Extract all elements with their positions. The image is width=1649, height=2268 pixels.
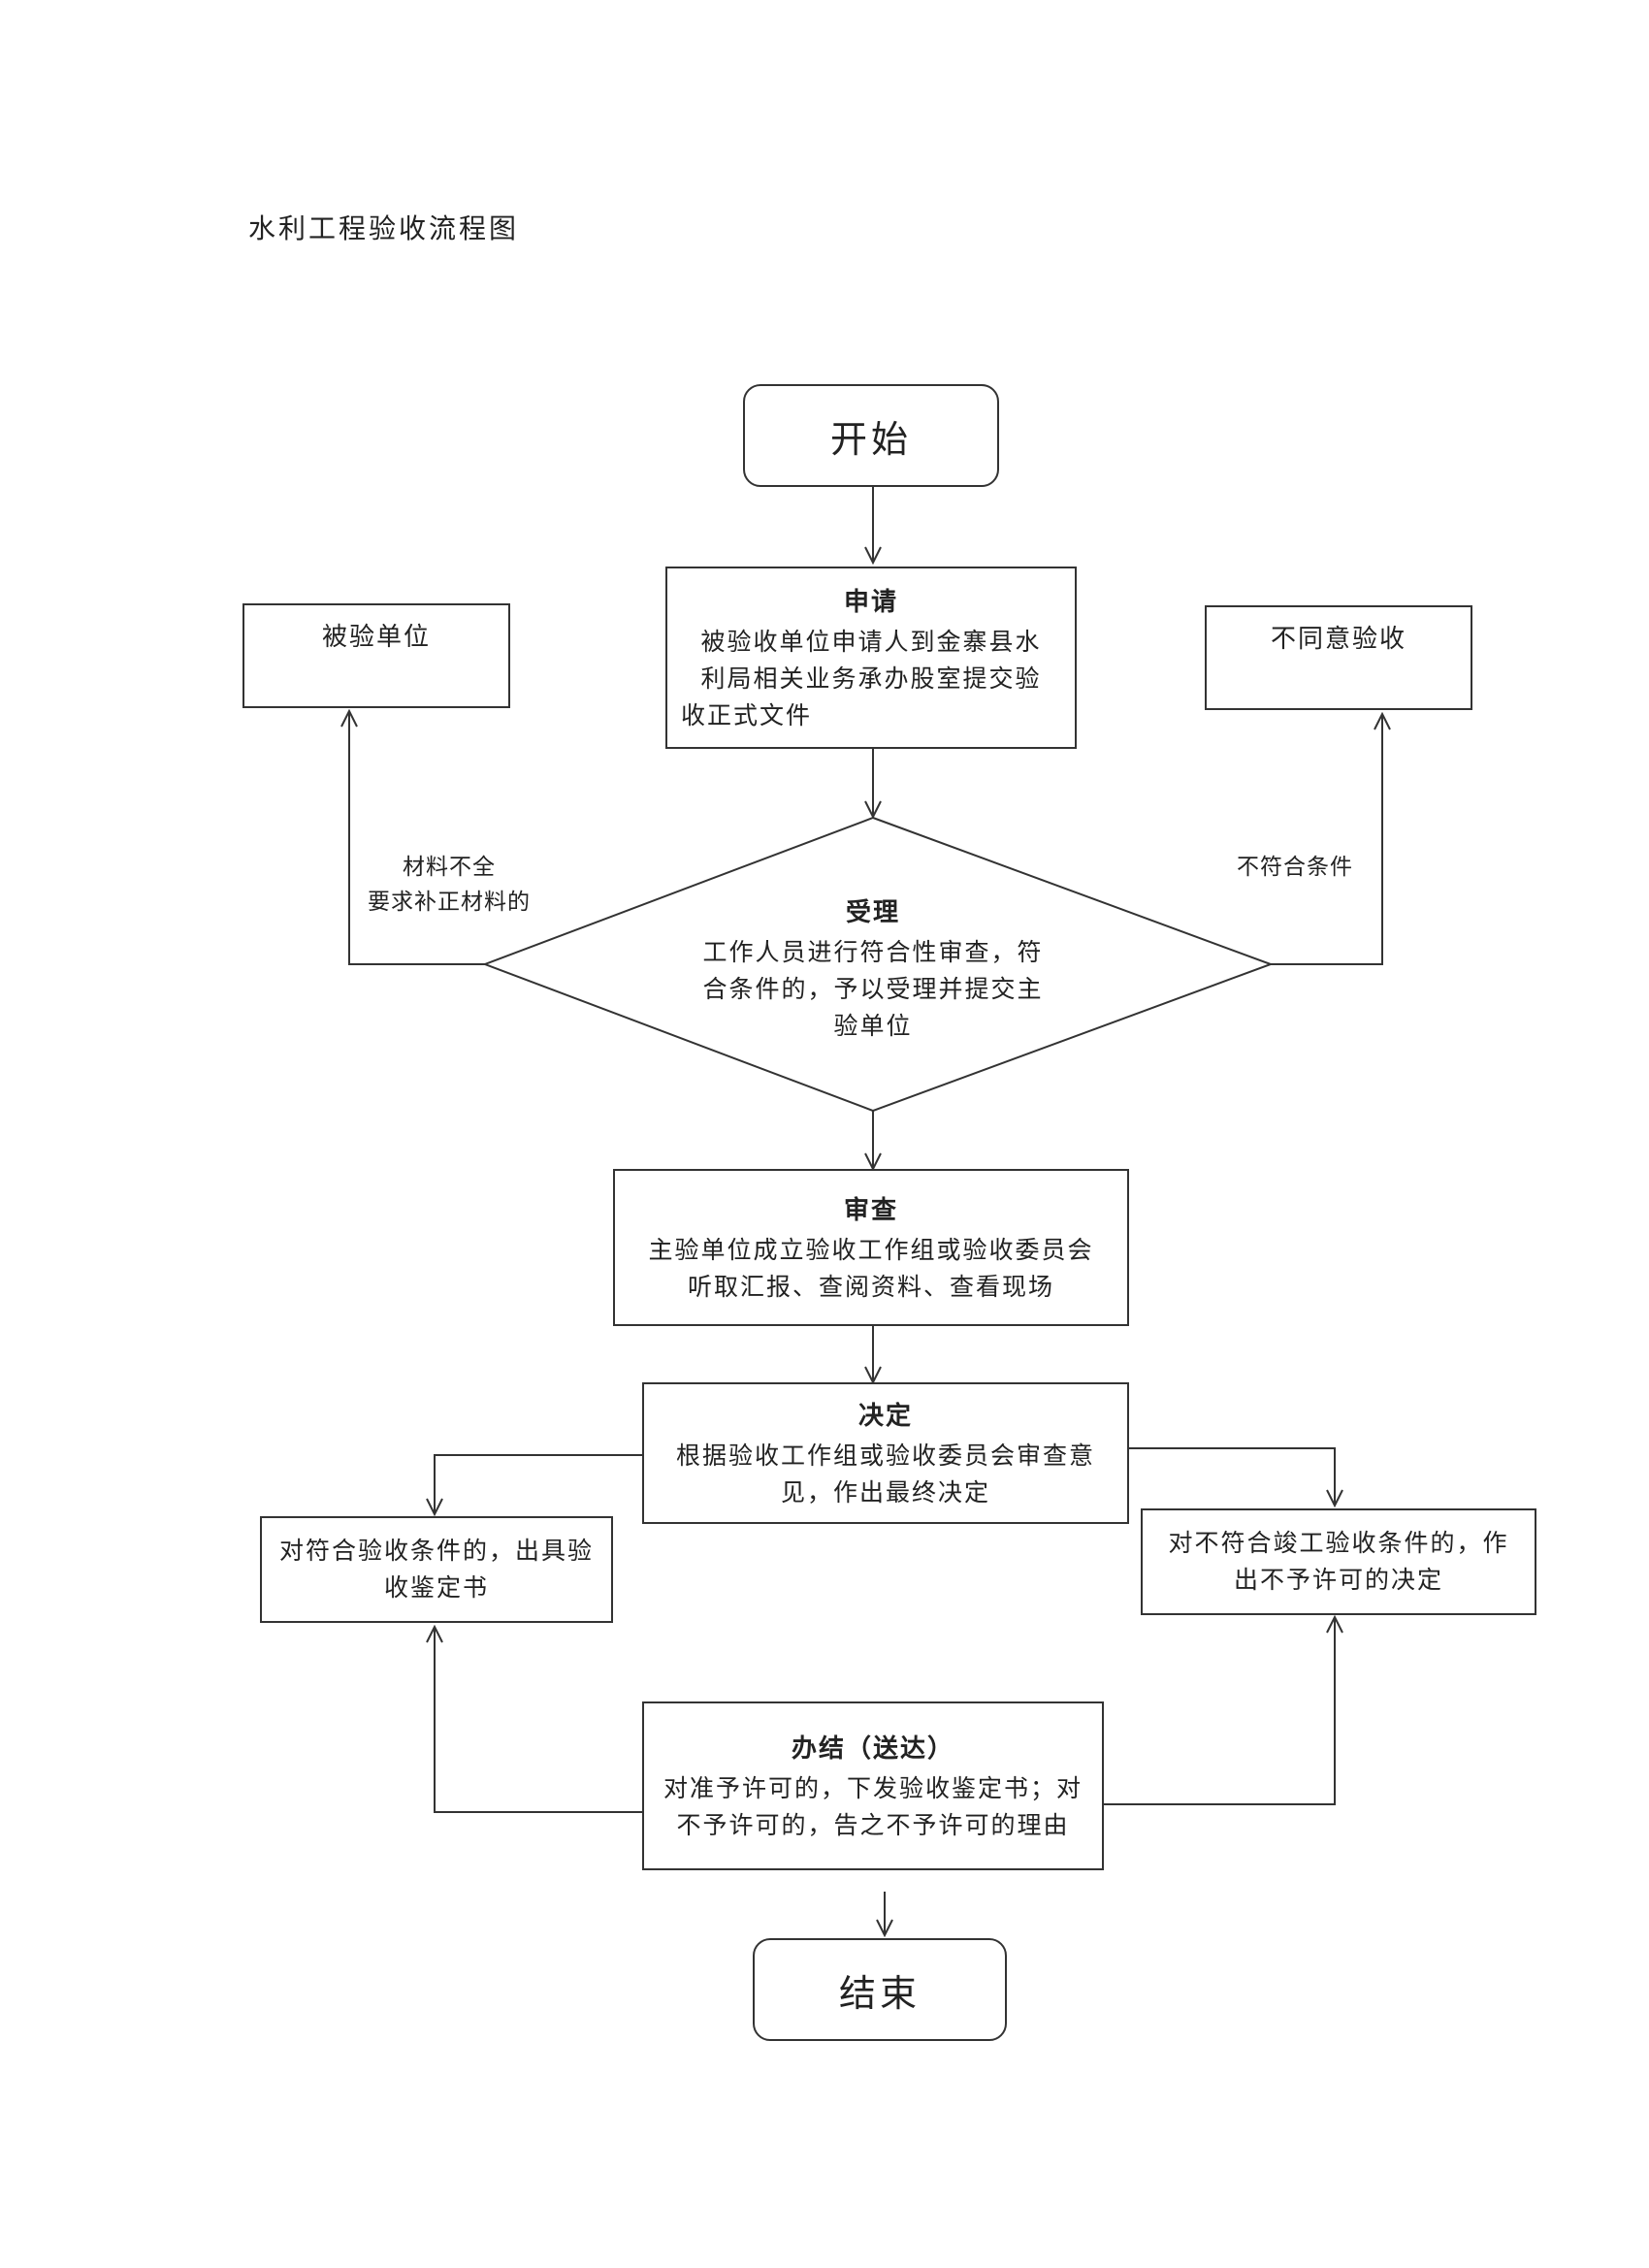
accept-line: 验单位 (833, 1012, 913, 1040)
applicant-unit-box: 被验单位 (242, 603, 510, 708)
approve-line: 对符合验收条件的，出具验 (278, 1537, 594, 1565)
arrow-accept-to-left-box (349, 711, 485, 965)
review-node: 审查 主验单位成立验收工作组或验收委员会 听取汇报、查阅资料、查看现场 (613, 1169, 1129, 1326)
apply-title: 申请 (843, 587, 898, 617)
finish-line: 对准予许可的，下发验收鉴定书；对 (663, 1773, 1083, 1802)
approve-certificate-box: 对符合验收条件的，出具验 收鉴定书 (260, 1516, 613, 1623)
arrow-finish-to-approve (435, 1627, 642, 1813)
arrow-finish-to-reject (1104, 1617, 1335, 1805)
reject-decision-box: 对不符合竣工验收条件的，作 出不予许可的决定 (1141, 1508, 1536, 1615)
review-line: 听取汇报、查阅资料、查看现场 (687, 1272, 1054, 1301)
decide-line: 见，作出最终决定 (780, 1477, 990, 1507)
reject-line: 出不予许可的决定 (1233, 1566, 1443, 1594)
apply-node: 申请 被验收单位申请人到金寨县水 利局相关业务承办股室提交验 收正式文件 (665, 567, 1077, 749)
accept-title: 受理 (845, 898, 900, 927)
left-branch-label-line: 材料不全 (403, 855, 496, 880)
left-branch-label-line: 要求补正材料的 (368, 890, 531, 915)
start-node: 开始 (743, 384, 999, 487)
apply-line: 利局相关业务承办股室提交验 (700, 664, 1042, 693)
end-node: 结束 (753, 1938, 1007, 2041)
page-title: 水利工程验收流程图 (248, 212, 520, 244)
reject-acceptance-label: 不同意验收 (1270, 625, 1406, 654)
end-label: 结束 (838, 1971, 921, 2015)
accept-line: 工作人员进行符合性审查，符 (702, 938, 1044, 966)
decide-line: 根据验收工作组或验收委员会审查意 (675, 1441, 1095, 1470)
reject-line: 对不符合竣工验收条件的，作 (1168, 1529, 1509, 1557)
finish-title: 办结（送达） (791, 1733, 954, 1764)
review-line: 主验单位成立验收工作组或验收委员会 (648, 1235, 1094, 1264)
apply-line: 收正式文件 (681, 700, 813, 729)
decide-title: 决定 (857, 1401, 913, 1431)
start-label: 开始 (829, 417, 912, 461)
accept-content: 受理 工作人员进行符合性审查，符 合条件的，予以受理并提交主 验单位 (660, 892, 1086, 1045)
arrow-decide-to-reject (1129, 1447, 1335, 1506)
left-branch-label: 材料不全 要求补正材料的 (367, 850, 532, 920)
apply-line: 被验收单位申请人到金寨县水 (700, 627, 1042, 656)
finish-node: 办结（送达） 对准予许可的，下发验收鉴定书；对 不予许可的，告之不予许可的理由 (642, 1701, 1104, 1870)
reject-acceptance-box: 不同意验收 (1205, 605, 1472, 710)
decide-node: 决定 根据验收工作组或验收委员会审查意 见，作出最终决定 (642, 1382, 1129, 1524)
approve-line: 收鉴定书 (383, 1573, 489, 1602)
accept-line: 合条件的，予以受理并提交主 (702, 975, 1044, 1003)
applicant-unit-label: 被验单位 (321, 623, 431, 652)
arrow-decide-to-approve (435, 1454, 642, 1514)
arrow-accept-to-right-box (1271, 714, 1382, 965)
review-title: 审查 (843, 1195, 898, 1225)
finish-line: 不予许可的，告之不予许可的理由 (676, 1810, 1070, 1839)
right-branch-label: 不符合条件 (1237, 855, 1353, 880)
